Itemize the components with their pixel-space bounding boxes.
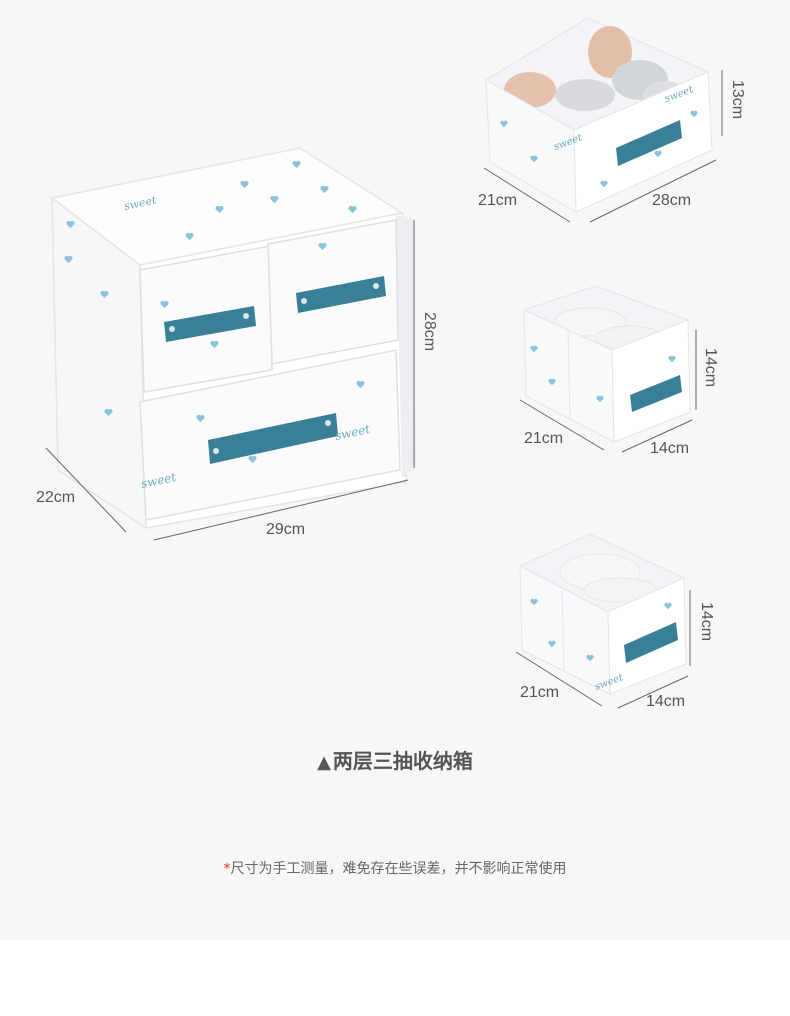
- note-text: 尺寸为手工测量，难免存在些误差，并不影响正常使用: [230, 861, 567, 877]
- product-illustration: sweet sweet sweet sweet sweet: [45, 17, 723, 709]
- product-caption: ▲两层三抽收纳箱: [0, 745, 790, 774]
- dimension-lines: [483, 70, 723, 223]
- large-cabinet-depth-label: 22cm: [36, 489, 76, 506]
- asterisk-mark: *: [223, 861, 231, 877]
- box-top-height-label: 13cm: [729, 80, 746, 120]
- triangle-icon: ▲: [317, 752, 331, 773]
- box-middle-width-label: 14cm: [650, 440, 690, 457]
- box-middle-depth-label: 21cm: [524, 430, 564, 447]
- large-cabinet-width-label: 29cm: [266, 521, 306, 538]
- measurement-note: *尺寸为手工测量，难免存在些误差，并不影响正常使用: [0, 858, 790, 878]
- box-bottom-depth-label: 21cm: [520, 684, 560, 701]
- large-cabinet: sweet sweet sweet: [50, 147, 416, 530]
- drawer-handle: [208, 413, 338, 464]
- box-bottom-height-label: 14cm: [698, 602, 715, 642]
- drawer-handle: [164, 306, 256, 342]
- box-top-width-label: 28cm: [652, 192, 692, 209]
- dimension-lines: [515, 590, 691, 709]
- box-top-depth-label: 21cm: [478, 192, 518, 209]
- large-cabinet-height-label: 28cm: [421, 312, 438, 352]
- storage-box-small: sweet: [518, 533, 687, 695]
- dimension-lines: [519, 330, 697, 453]
- caption-text: 两层三抽收纳箱: [332, 749, 473, 773]
- dimension-lines: [45, 220, 415, 541]
- storage-box-small: [522, 285, 691, 443]
- box-middle-height-label: 14cm: [702, 348, 719, 388]
- storage-box-large: sweet sweet: [485, 17, 713, 213]
- box-bottom-width-label: 14cm: [646, 693, 686, 710]
- drawer-handle: [296, 276, 386, 313]
